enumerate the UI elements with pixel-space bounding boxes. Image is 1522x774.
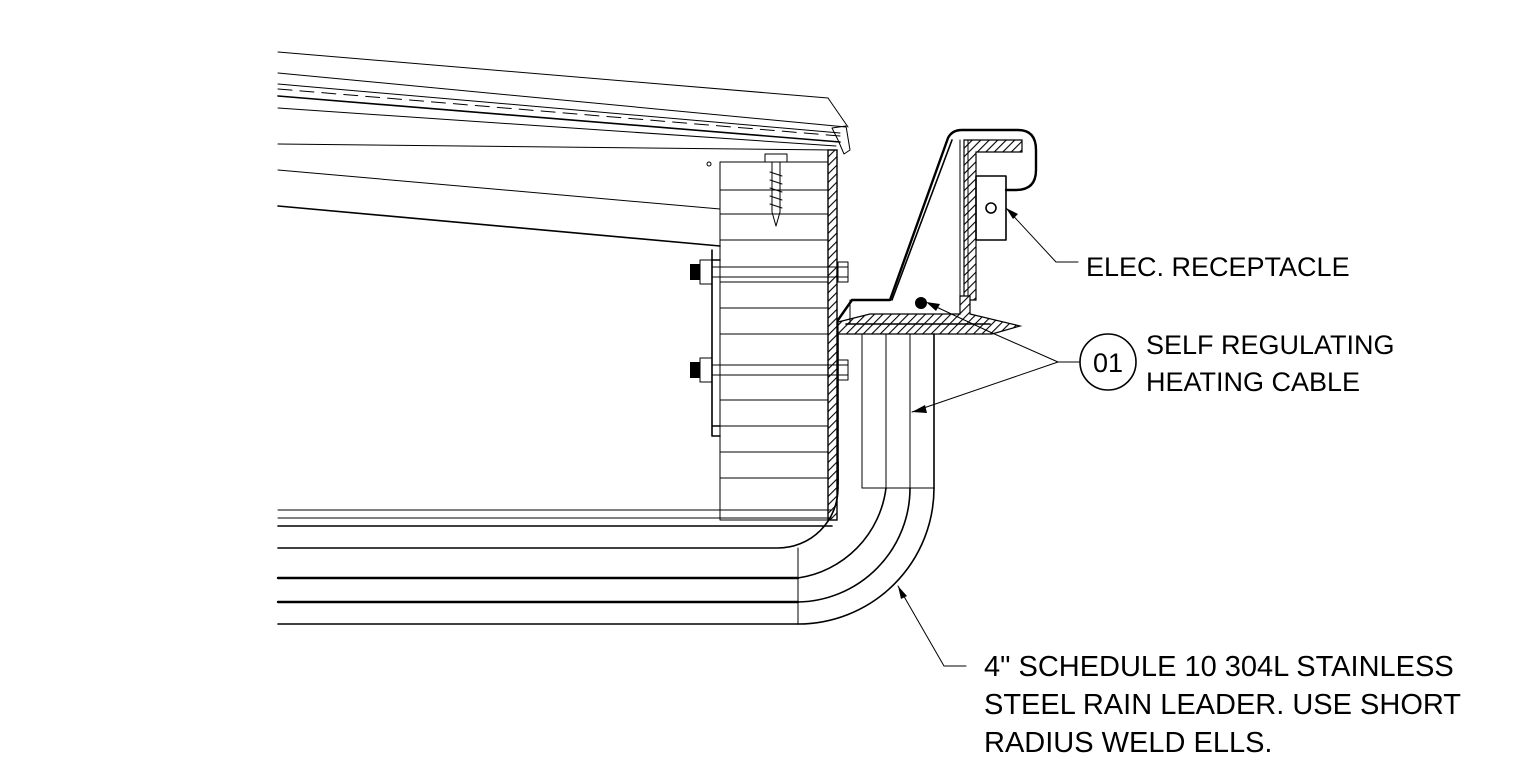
heating-cable-label-line1: SELF REGULATING: [1146, 330, 1395, 360]
heating-cable-label-line2: HEATING CABLE: [1146, 367, 1360, 397]
heating-cable-tag: 01: [1079, 333, 1137, 391]
rain-leader-label-line2: STEEL RAIN LEADER. USE SHORT: [984, 689, 1461, 721]
roof-edge-assembly: [277, 51, 851, 527]
elec-receptacle-label: ELEC. RECEPTACLE: [1086, 252, 1350, 282]
leader-lines: [897, 207, 1081, 667]
lower-bolt: [690, 357, 849, 383]
rain-leader-pipe: [276, 333, 935, 625]
rain-leader-label-line1: 4" SCHEDULE 10 304L STAINLESS: [984, 651, 1454, 683]
gutter-section: [836, 128, 1038, 335]
rain-leader-label-line3: RADIUS WELD ELLS.: [984, 727, 1272, 759]
heating-cable-tag-number: 01: [1093, 348, 1123, 378]
upper-bolt: [690, 259, 849, 285]
